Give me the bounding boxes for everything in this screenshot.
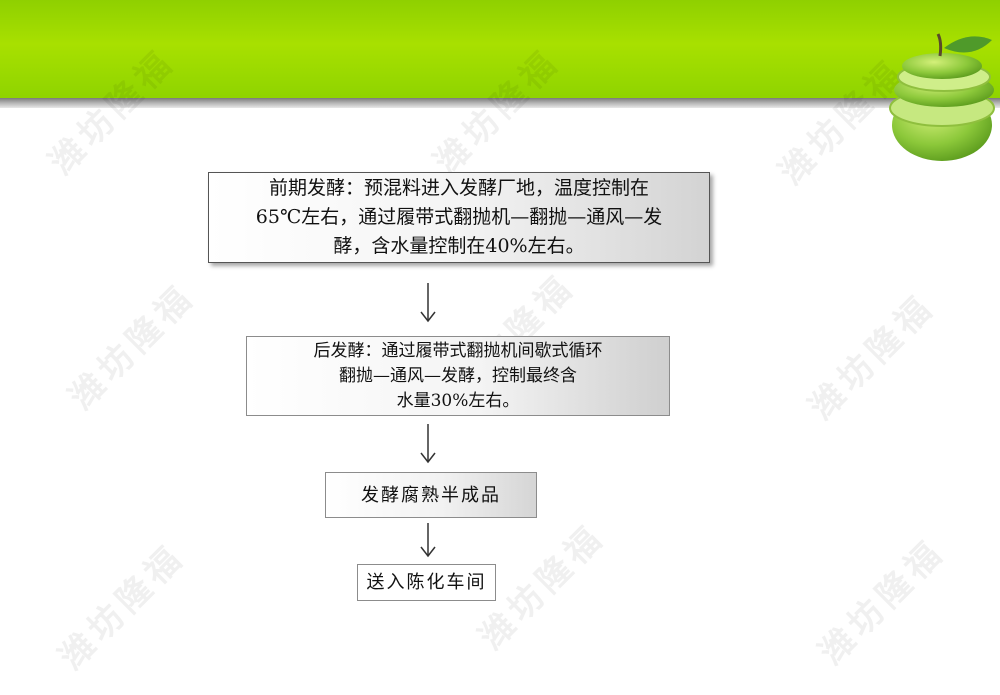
flow-step-text: 发酵腐熟半成品	[361, 484, 501, 506]
down-arrow-icon	[420, 283, 436, 323]
flow-step-aging-workshop: 送入陈化车间	[357, 564, 496, 601]
flow-step-text: 送入陈化车间	[366, 572, 487, 593]
down-arrow-icon	[420, 523, 436, 558]
header-stripe	[0, 98, 1000, 108]
flow-step-text: 后发酵：通过履带式翻抛机间歇式循环 翻抛—通风—发酵，控制最终含 水量30%左右…	[313, 340, 603, 411]
header-bar	[0, 0, 1000, 98]
flow-step-text: 前期发酵：预混料进入发酵厂地，温度控制在 65℃左右，通过履带式翻抛机—翻抛—通…	[255, 177, 663, 257]
flow-step-post-fermentation: 后发酵：通过履带式翻抛机间歇式循环 翻抛—通风—发酵，控制最终含 水量30%左右…	[246, 336, 670, 416]
apple-icon	[889, 33, 995, 161]
flow-step-pre-fermentation: 前期发酵：预混料进入发酵厂地，温度控制在 65℃左右，通过履带式翻抛机—翻抛—通…	[208, 172, 710, 263]
down-arrow-icon	[420, 424, 436, 464]
flow-step-semi-product: 发酵腐熟半成品	[325, 472, 537, 518]
